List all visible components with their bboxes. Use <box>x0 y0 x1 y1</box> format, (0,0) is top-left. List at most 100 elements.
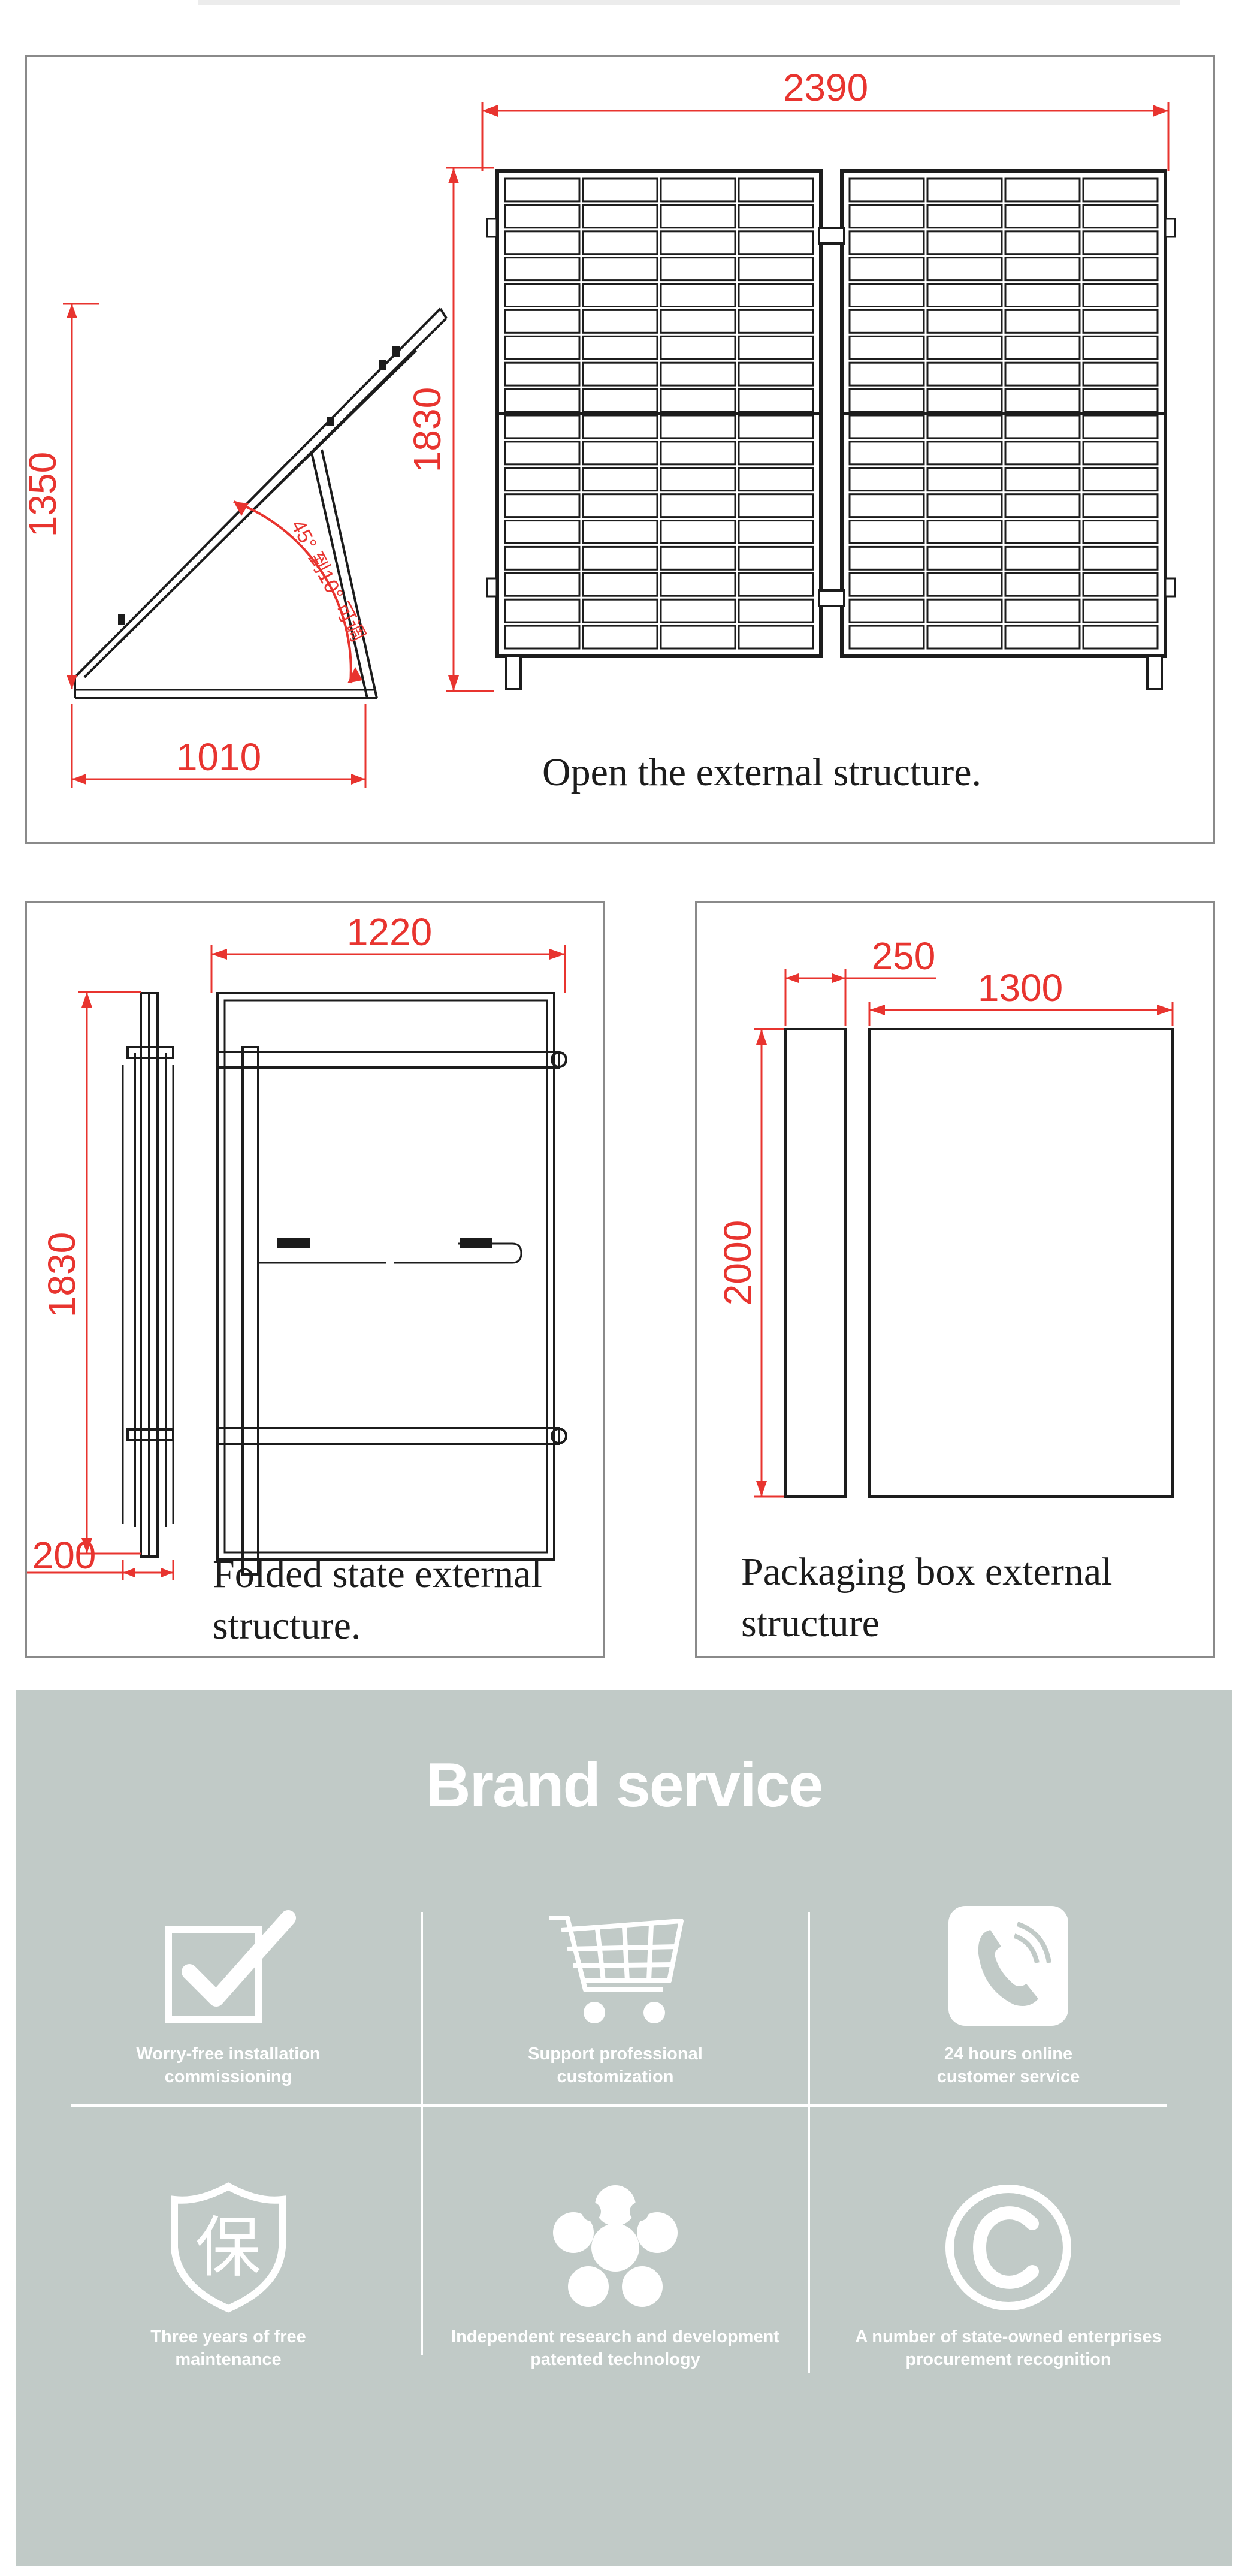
packaging-caption-line2: structure <box>741 1601 880 1645</box>
solar-cell <box>926 204 1003 229</box>
solar-cell <box>660 572 736 597</box>
solar-cell <box>926 257 1003 282</box>
folded-structure-panel: 1220 1830 200 Folded state external stru… <box>25 901 605 1658</box>
service-label-line1: Support professional <box>528 2044 703 2064</box>
checkbox-icon <box>165 1910 296 2023</box>
solar-cell <box>504 625 581 650</box>
solar-cell <box>848 230 925 255</box>
solar-cell <box>926 520 1003 544</box>
solar-cell <box>738 204 814 229</box>
solar-cell <box>660 388 736 413</box>
solar-cell <box>1082 309 1159 334</box>
solar-cell <box>660 414 736 439</box>
open-structure-panel: 45° 到10° 可调 1350 1010 2390 <box>25 55 1215 844</box>
solar-cell <box>504 388 581 413</box>
side-view-clamps <box>118 346 400 625</box>
open-structure-drawing: 45° 到10° 可调 1350 1010 2390 <box>27 66 1176 788</box>
open-structure-caption: Open the external structure. <box>542 750 982 794</box>
solar-cell <box>1082 598 1159 623</box>
box-side-view <box>784 1028 847 1498</box>
solar-cell <box>582 388 658 413</box>
angle-note: 45° 到10° 可调 <box>286 516 370 645</box>
solar-cell <box>848 414 925 439</box>
solar-cell <box>738 493 814 518</box>
dim-line-2390 <box>481 102 1170 171</box>
flower-icon <box>553 2185 678 2311</box>
solar-cell <box>504 520 581 544</box>
solar-cell <box>1004 361 1081 387</box>
solar-cell <box>582 283 658 308</box>
angle-arrow-top <box>234 502 249 516</box>
solar-cell <box>660 598 736 623</box>
solar-cell <box>926 598 1003 623</box>
brand-service-title: Brand service <box>425 1751 824 1820</box>
solar-cell <box>926 467 1003 492</box>
dim-200: 200 <box>32 1534 96 1577</box>
side-clamp <box>1164 577 1176 598</box>
solar-cell <box>582 309 658 334</box>
service-label-line1: Three years of free <box>150 2327 306 2346</box>
solar-cell <box>738 545 814 571</box>
solar-cell <box>1082 361 1159 387</box>
solar-cell <box>1082 493 1159 518</box>
folded-side-view <box>122 992 174 1558</box>
solar-cell <box>660 204 736 229</box>
dim-2390: 2390 <box>783 66 868 109</box>
solar-cell <box>1004 309 1081 334</box>
solar-cell <box>504 467 581 492</box>
solar-cell <box>1082 257 1159 282</box>
solar-cell <box>848 467 925 492</box>
solar-cell <box>738 598 814 623</box>
solar-cell <box>504 204 581 229</box>
solar-cell <box>582 598 658 623</box>
solar-cell <box>848 257 925 282</box>
dim-line-1830-folded <box>78 991 141 1555</box>
solar-cell <box>848 177 925 203</box>
solar-cell <box>848 493 925 518</box>
solar-cell <box>504 361 581 387</box>
solar-cell <box>1004 388 1081 413</box>
solar-cell <box>848 204 925 229</box>
solar-cell <box>504 283 581 308</box>
solar-cell <box>1004 283 1081 308</box>
dim-2000: 2000 <box>716 1220 759 1305</box>
solar-cell <box>1004 520 1081 544</box>
solar-cell <box>926 493 1003 518</box>
solar-cell <box>1004 467 1081 492</box>
solar-cell <box>1004 572 1081 597</box>
folded-caption-line2: structure. <box>213 1604 361 1648</box>
solar-cell <box>660 625 736 650</box>
solar-cell <box>1082 388 1159 413</box>
solar-cell <box>738 257 814 282</box>
solar-cell <box>660 335 736 360</box>
service-item-recognition: A number of state-owned enterprises proc… <box>814 2182 1203 2373</box>
solar-cell <box>738 414 814 439</box>
dim-250: 250 <box>872 934 936 978</box>
solar-cell <box>1004 414 1081 439</box>
dim-line-1830-open <box>446 167 494 692</box>
solar-cell <box>926 545 1003 571</box>
top-edge-strip <box>198 0 1180 5</box>
solar-cell <box>738 625 814 650</box>
dim-line-250 <box>784 969 936 1026</box>
dim-1220: 1220 <box>347 910 432 954</box>
foot-right <box>1146 655 1163 690</box>
shield-icon: 保 <box>171 2182 286 2313</box>
solar-cell <box>1082 177 1159 203</box>
solar-cell <box>1004 335 1081 360</box>
solar-cell <box>504 177 581 203</box>
service-label-line2: maintenance <box>175 2350 282 2369</box>
service-label-line2: customer service <box>936 2067 1080 2086</box>
solar-cell <box>926 309 1003 334</box>
solar-cell <box>582 414 658 439</box>
service-label-line2: patented technology <box>530 2350 700 2369</box>
solar-cell <box>582 230 658 255</box>
solar-cell <box>582 572 658 597</box>
solar-cell <box>926 414 1003 439</box>
dim-1010: 1010 <box>176 735 261 779</box>
solar-cell <box>660 361 736 387</box>
packaging-boxes <box>784 1028 1174 1498</box>
solar-cell <box>926 572 1003 597</box>
solar-cell <box>1082 572 1159 597</box>
solar-cell <box>660 520 736 544</box>
